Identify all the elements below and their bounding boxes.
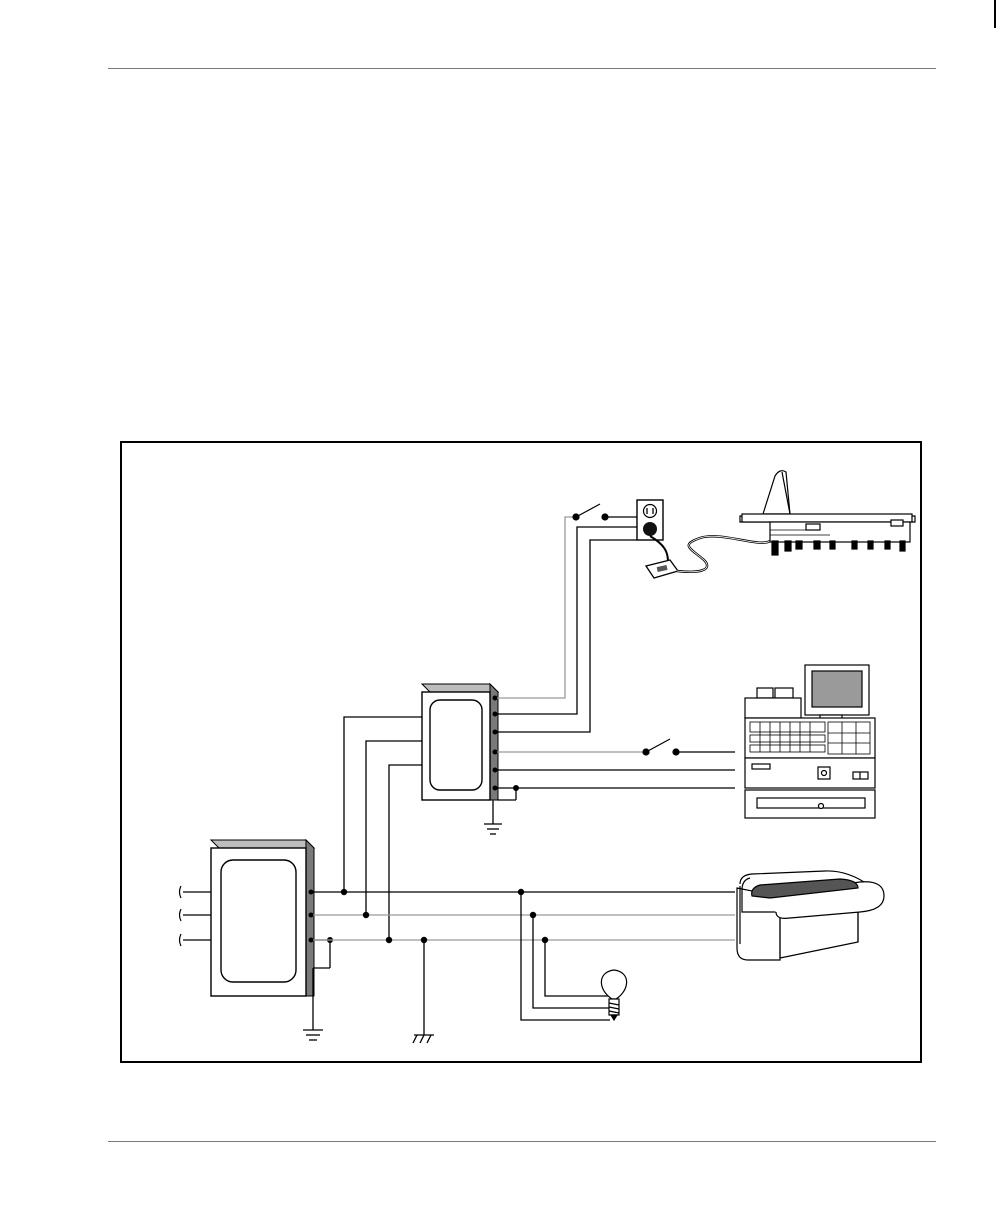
feeder-main-to-sub bbox=[344, 717, 422, 940]
bulb-branch-wires bbox=[521, 892, 610, 1020]
footer-rule bbox=[108, 1141, 936, 1142]
junction-dots bbox=[341, 889, 548, 943]
chassis-ground-icon bbox=[413, 940, 434, 1043]
light-bulb-icon bbox=[601, 970, 626, 1020]
pos-feed-wires bbox=[497, 752, 735, 788]
outlet-icon bbox=[637, 500, 663, 540]
sub-panel bbox=[422, 684, 498, 800]
surge-plug-icon bbox=[646, 536, 770, 578]
main-bus bbox=[313, 892, 735, 940]
outlet-feed-wires bbox=[497, 517, 637, 732]
pos-terminal-icon bbox=[745, 665, 875, 818]
switch-outlet-icon bbox=[573, 504, 608, 520]
incoming-feeders bbox=[180, 886, 212, 946]
main-panel bbox=[211, 840, 314, 996]
switch-pos-icon bbox=[643, 739, 679, 755]
conveyor-counter-icon bbox=[737, 871, 884, 960]
